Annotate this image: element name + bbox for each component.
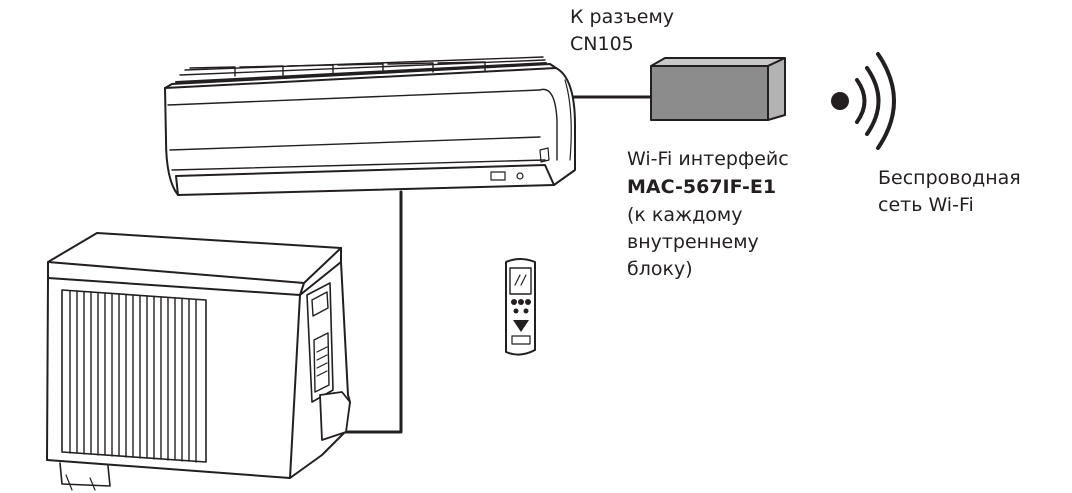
interface-model-label: MAC-567IF-E1 [627,176,777,198]
wireless-label-line1: Беспроводная [878,167,1021,189]
wifi-signal-icon [831,52,896,150]
interface-label-line1: Wi-Fi интерфейс [627,148,789,170]
interface-label-line4: внутреннему [627,231,759,253]
interface-label-line3: (к каждому [627,204,743,226]
interface-label-line5: блоку) [627,258,693,280]
outdoor-unit [46,232,351,491]
remote-control [505,258,536,356]
wifi-adapter [650,57,786,121]
wireless-label-line2: сеть Wi-Fi [878,194,974,216]
connection-cables [343,95,653,434]
indoor-unit [164,56,576,196]
connector-label-line2: CN105 [570,33,634,55]
connector-label-line1: К разъему [570,6,675,28]
